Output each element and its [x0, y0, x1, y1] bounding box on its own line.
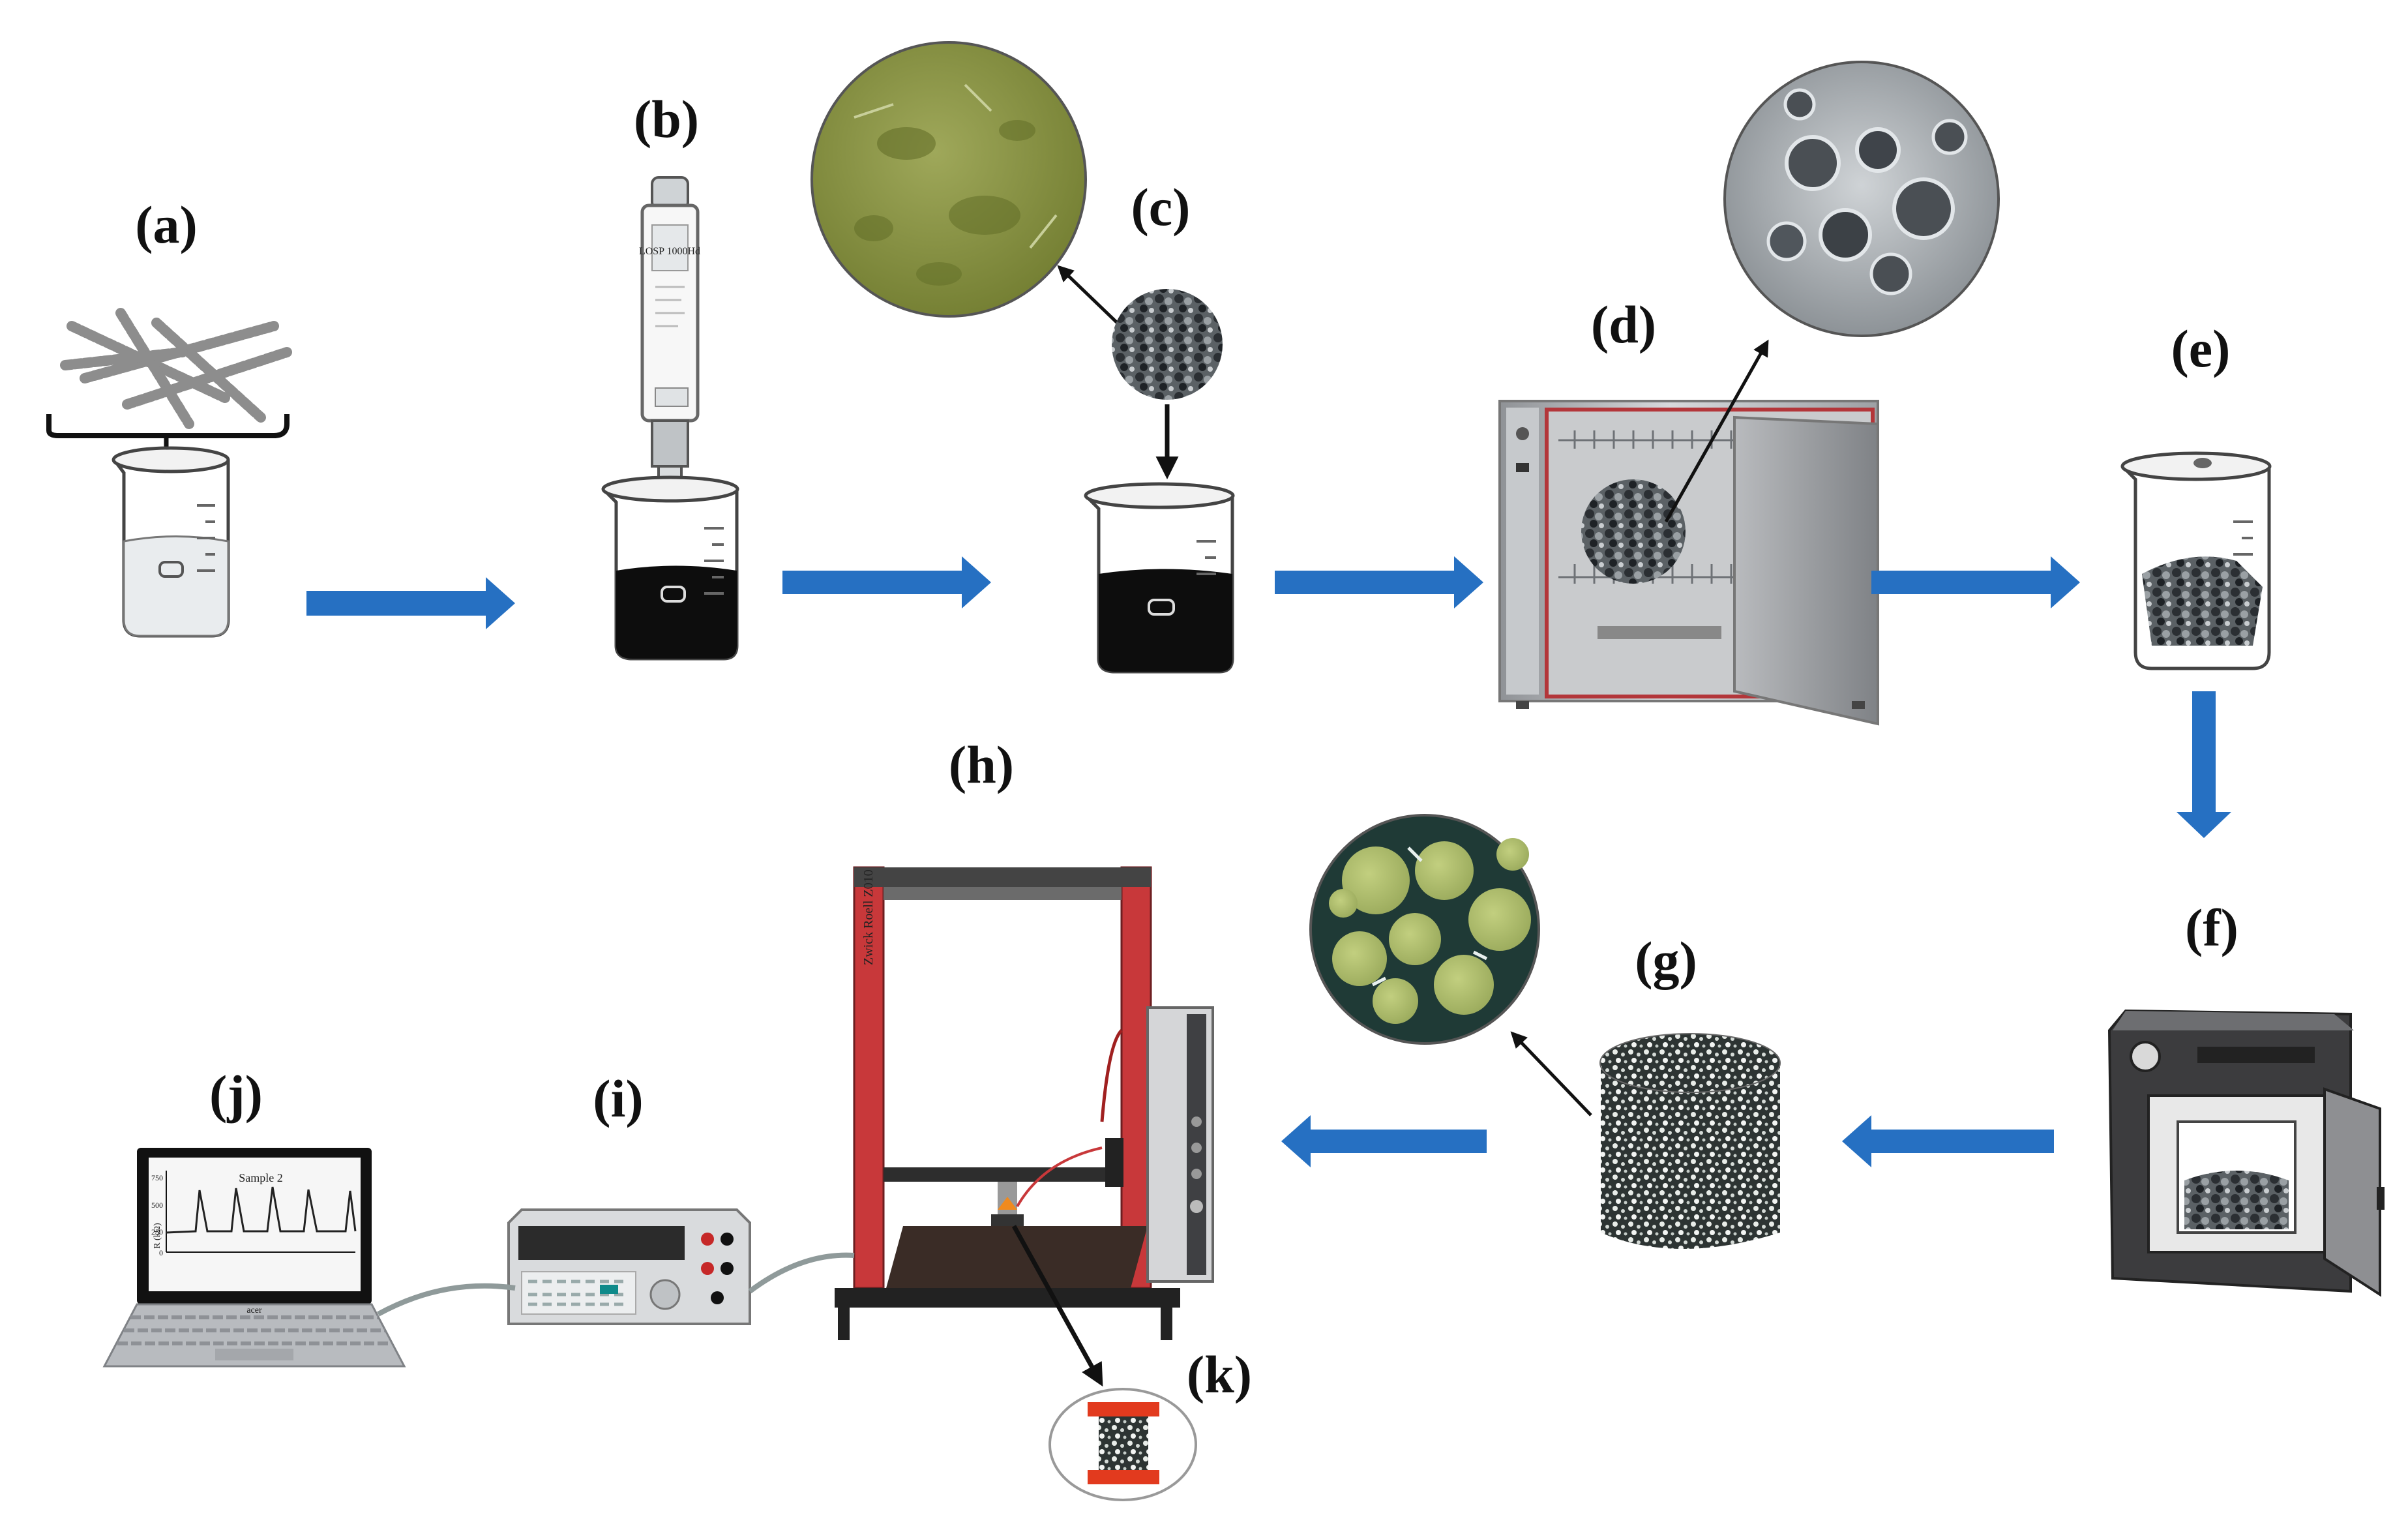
foam-sponge-icon: [1112, 289, 1223, 400]
step-c-foam-addition: [810, 41, 1235, 674]
label-f: (f): [2185, 898, 2238, 957]
label-a: (a): [135, 195, 198, 254]
flow-arrow-a-to-b: [306, 577, 515, 629]
label-c: (c): [1131, 177, 1190, 237]
flow-arrow-e-to-f: [2177, 691, 2231, 838]
magnifier-pointer-g: [1510, 1031, 1592, 1116]
flow-arrows: [306, 556, 2231, 1167]
step-i-multimeter: [507, 1208, 751, 1325]
step-g-composite-cylinder: [1309, 814, 1781, 1249]
step-k-specimen: [1048, 1388, 1197, 1501]
flow-arrow-g-to-h: [1281, 1115, 1487, 1167]
plot-y-axis-label: R (kΩ): [153, 1223, 162, 1249]
laptop-brand: acer: [246, 1306, 262, 1315]
plot-y-tick: 750: [151, 1173, 163, 1182]
step-f-vacuum-oven: [2107, 1009, 2385, 1297]
homogenizer-model-text: LOSP 1000Hd: [639, 246, 700, 257]
test-frame-brand-text: Zwick Roell Z010: [861, 869, 876, 965]
plot-y-tick: 250: [151, 1227, 163, 1236]
label-j: (j): [209, 1064, 263, 1124]
flow-arrow-b-to-c: [782, 556, 991, 608]
beaker-black-slurry-icon: [601, 475, 739, 661]
step-b-homogenizer: LOSP 1000Hd: [601, 176, 739, 661]
vacuum-oven-icon: [2107, 1009, 2385, 1297]
fibre-bundle-icon: [60, 308, 292, 429]
beaker-icon: [2120, 451, 2272, 670]
flow-arrow-f-to-g: [1842, 1115, 2054, 1167]
flow-arrow-d-to-e: [1871, 556, 2080, 608]
magnifier-pointer-d: [1664, 339, 1769, 523]
plot-y-tick: 0: [159, 1248, 163, 1257]
connection-cables: [377, 1252, 855, 1317]
step-d-drying-oven: [1498, 61, 2000, 726]
foam-sponge-icon: [1581, 479, 1686, 584]
label-e: (e): [2171, 319, 2230, 378]
label-k: (k): [1187, 1345, 1252, 1404]
beaker-icon: [111, 446, 230, 638]
step-e-coated-foam-beaker: [2120, 451, 2272, 670]
sample-pointer-k: [1011, 1225, 1103, 1387]
magnified-view-c: [810, 41, 1087, 318]
step-h-testing-machine: Zwick Roell Z010: [835, 866, 1214, 1387]
label-i: (i): [593, 1069, 643, 1128]
plot-title: Sample 2: [239, 1171, 283, 1184]
label-g: (g): [1635, 931, 1697, 990]
label-b: (b): [634, 89, 699, 149]
universal-testing-machine-icon: Zwick Roell Z010: [835, 866, 1214, 1340]
magnified-view-d: [1723, 61, 2000, 337]
flow-arrow-c-to-d: [1275, 556, 1483, 608]
step-j-laptop: Sample 2 R (kΩ) 750 500 250 0 acer: [102, 1148, 406, 1368]
composite-cylinder-icon: [1599, 1033, 1781, 1249]
bracket-icon: [46, 414, 290, 438]
label-d: (d): [1591, 295, 1656, 354]
beaker-black-slurry-icon: [1084, 482, 1235, 674]
magnified-view-g: [1309, 814, 1540, 1045]
oven-icon: [1498, 400, 1879, 726]
digital-multimeter-icon: [507, 1208, 751, 1325]
laptop-icon: Sample 2 R (kΩ) 750 500 250 0 acer: [102, 1148, 406, 1368]
plot-y-tick: 500: [151, 1201, 163, 1210]
step-a-fibres-dispersion: [46, 308, 292, 638]
label-h: (h): [949, 735, 1014, 794]
